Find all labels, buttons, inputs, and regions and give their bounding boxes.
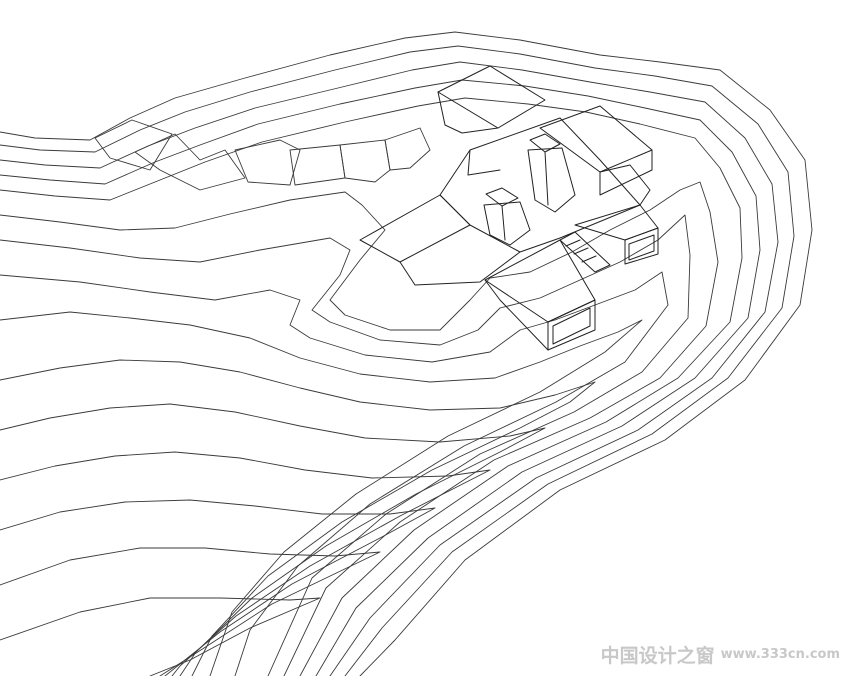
left-wing [359,194,471,263]
upper-right-volume-side [599,149,653,196]
contour-line [0,547,381,676]
left-wing-side [399,251,521,286]
right-opening [624,227,659,265]
terrace-step [234,139,301,186]
contour-line [0,451,491,676]
contour-line [0,499,436,676]
contour-line [0,45,795,676]
contour-line [0,181,719,676]
skylight-tower-body [527,147,576,213]
skylight-tower-edge [544,151,549,206]
terrace-step [94,119,173,171]
right-cantilever-top [574,204,659,241]
terrace-step [384,127,431,171]
stair-tread [573,247,589,255]
contour-line [0,311,643,676]
contour-line [0,597,321,676]
contour-line [0,271,669,676]
watermark-url: www.333cn.com [720,647,840,662]
front-terrace-edge [467,149,501,176]
right-enclosure [599,164,651,206]
front-cantilever-side [484,279,549,351]
terraced-path [94,119,431,191]
stair-tread [565,239,581,247]
rear-volume-side [437,91,499,134]
front-opening-inner [552,307,591,345]
front-opening [547,299,596,351]
watermark-site-name: 中国设计之窗 [600,645,715,667]
contour-line [0,97,743,676]
skylight-tower-edge [501,205,506,241]
contour-lines [0,31,813,676]
central-roof [439,117,641,253]
terrace-step [339,139,391,183]
right-opening-inner [628,234,655,261]
building [359,65,659,351]
contour-line [0,214,691,676]
rear-volume [437,65,546,129]
terrace-step [289,144,346,186]
skylight-tower [485,187,519,207]
stair-tread [581,255,597,263]
skylight-tower [529,133,561,153]
upper-right-volume [539,105,653,173]
contour-line [0,359,596,676]
site-watermark: 中国设计之窗 www.333cn.com [601,641,840,668]
contour-line [0,61,779,676]
contour-line [0,31,813,676]
contour-line [0,79,761,676]
terrace-step [134,133,246,191]
skylight-tower-body [483,201,531,246]
contour-line [0,403,546,676]
